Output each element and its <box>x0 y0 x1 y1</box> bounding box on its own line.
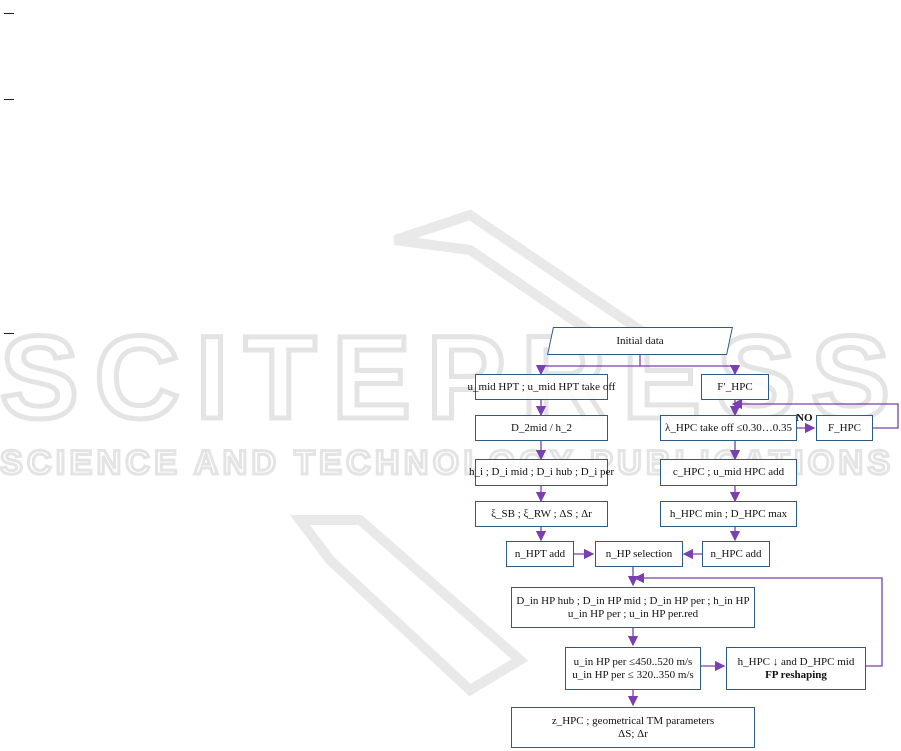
right-box-1: F′_HPC <box>701 374 769 400</box>
check-line2: u_in HP per ≤ 320..350 m/s <box>572 668 694 681</box>
inlet-params-line1: D_in HP hub ; D_in HP mid ; D_in HP per … <box>516 594 750 607</box>
inlet-params-box: D_in HP hub ; D_in HP mid ; D_in HP per … <box>511 587 755 628</box>
check-line1: u_in HP per ≤450..520 m/s <box>573 655 693 668</box>
left-box-3: h_i ; D_i mid ; D_i hub ; D_i per <box>469 459 614 486</box>
result-line2: ΔS; Δr <box>618 727 648 740</box>
left-box-5: n_HPT add <box>506 541 574 567</box>
left-box-5-label: n_HPT add <box>514 547 566 560</box>
no-label: NO <box>796 412 813 424</box>
left-box-1: u_mid HPT ; u_mid HPT take off <box>468 374 615 400</box>
left-box-2-label: D_2mid / h_2 <box>510 421 573 434</box>
check-box: u_in HP per ≤450..520 m/s u_in HP per ≤ … <box>565 647 701 690</box>
fhpc-box-label: F_HPC <box>827 421 862 434</box>
left-box-2: D_2mid / h_2 <box>475 415 608 441</box>
right-box-3-label: c_HPC ; u_mid HPC add <box>672 466 785 478</box>
list-dash <box>4 333 14 334</box>
fhpc-box: F_HPC <box>816 415 873 441</box>
reshape-line2: FP reshaping <box>765 668 827 681</box>
left-box-4: ξ_SB ; ξ_RW ; ΔS ; Δr <box>475 501 608 527</box>
right-box-2-label: λ_HPC take off ≤0.30…0.35 <box>665 421 792 434</box>
right-box-3: c_HPC ; u_mid HPC add <box>660 459 797 486</box>
right-box-2: λ_HPC take off ≤0.30…0.35 <box>660 415 797 441</box>
list-dash <box>4 13 14 14</box>
right-box-4-label: h_HPC min ; D_HPC max <box>669 507 788 520</box>
right-box-1-label: F′_HPC <box>717 380 753 393</box>
left-box-1-label: u_mid HPT ; u_mid HPT take off <box>467 380 616 393</box>
inlet-params-line2: u_in HP per ; u_in HP per.red <box>567 607 699 620</box>
left-box-3-label: h_i ; D_i mid ; D_i hub ; D_i per <box>468 466 615 478</box>
reshape-box: h_HPC ↓ and D_HPC mid FP reshaping <box>726 647 866 690</box>
selection-box: n_HP selection <box>595 541 683 567</box>
right-box-5: n_HPC add <box>702 541 770 567</box>
result-line1: z_HPC ; geometrical TM parameters <box>551 714 715 727</box>
list-dash <box>4 99 14 100</box>
right-box-5-label: n_HPC add <box>710 547 762 560</box>
start-node: Initial data <box>616 335 664 347</box>
left-box-4-label: ξ_SB ; ξ_RW ; ΔS ; Δr <box>491 507 592 520</box>
selection-box-label: n_HP selection <box>605 547 673 560</box>
result-box: z_HPC ; geometrical TM parameters ΔS; Δr <box>511 707 755 748</box>
right-box-4: h_HPC min ; D_HPC max <box>660 501 797 527</box>
reshape-line1: h_HPC ↓ and D_HPC mid <box>737 655 855 668</box>
